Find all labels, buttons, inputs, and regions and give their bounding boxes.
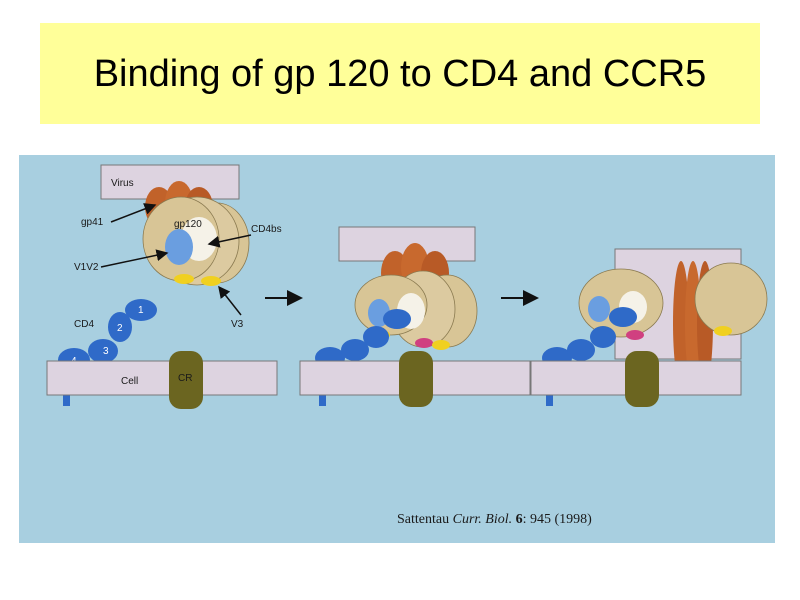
- binding-diagram: Virus gp120 gp41 CD4bs V1V2 V3 CD4: [19, 155, 775, 543]
- citation: Sattentau Curr. Biol. 6: 945 (1998): [397, 512, 592, 527]
- cd4-label: CD4: [74, 319, 94, 330]
- v3-loop: [174, 274, 194, 284]
- cr-label: CR: [178, 373, 192, 384]
- panel-2: [300, 227, 530, 407]
- diagram-panel: Virus gp120 gp41 CD4bs V1V2 V3 CD4: [19, 155, 775, 543]
- title-box: Binding of gp 120 to CD4 and CCR5: [40, 23, 760, 124]
- gp120-label: gp120: [174, 219, 202, 230]
- gp41-label: gp41: [81, 217, 104, 228]
- coreceptor-ccr5: [399, 351, 433, 407]
- v3-label: V3: [231, 319, 244, 330]
- cd4bs-label: CD4bs: [251, 224, 282, 235]
- panel-1: Virus gp120 gp41 CD4bs V1V2 V3 CD4: [47, 165, 282, 409]
- slide-title: Binding of gp 120 to CD4 and CCR5: [94, 51, 707, 97]
- panel-3: [531, 249, 767, 407]
- coreceptor-ccr5: [625, 351, 659, 407]
- v1v2-loop: [165, 229, 193, 265]
- cd4-domain-1: 1: [138, 305, 144, 316]
- cd4-domain-3: 3: [103, 346, 109, 357]
- cell-membrane: [47, 361, 277, 395]
- v1v2-loop: [588, 296, 610, 322]
- v1v2-label: V1V2: [74, 262, 99, 273]
- cd4-domain-2: 2: [117, 323, 123, 334]
- cell-label: Cell: [121, 376, 138, 387]
- gp120-trimer: [143, 197, 249, 286]
- virus-label: Virus: [111, 178, 134, 189]
